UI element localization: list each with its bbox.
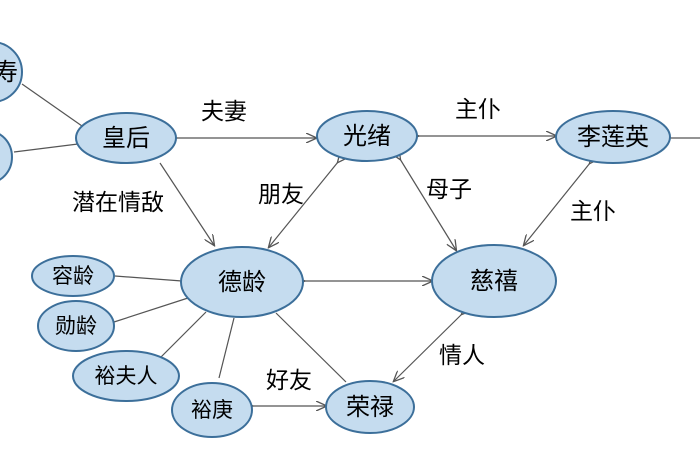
edge-label-pengyou: 朋友 xyxy=(258,182,304,208)
svg-text:寿: 寿 xyxy=(0,58,18,86)
node-left-partial xyxy=(0,133,13,181)
svg-text:裕庚: 裕庚 xyxy=(191,398,233,422)
edge-deling-yufuren xyxy=(157,311,207,361)
edge-deling-xunling xyxy=(113,297,189,323)
node-deling: 德龄 xyxy=(180,246,304,318)
svg-text:光绪: 光绪 xyxy=(343,122,391,150)
edge-deling-ronglu xyxy=(275,312,347,383)
svg-text:德龄: 德龄 xyxy=(218,268,266,296)
svg-text:李莲英: 李莲英 xyxy=(577,123,649,151)
node-huanghou: 皇后 xyxy=(75,112,177,164)
edge-label-qianzai-qingdi: 潜在情敌 xyxy=(72,190,164,216)
edge-deling-yugeng xyxy=(218,317,235,379)
edge-deling-rongling xyxy=(114,275,183,282)
edge-left-huanghou xyxy=(13,143,79,153)
node-guangxu: 光绪 xyxy=(316,110,418,162)
node-rongling: 容龄 xyxy=(31,255,115,297)
svg-text:勋龄: 勋龄 xyxy=(55,314,97,338)
node-lilianying: 李莲英 xyxy=(555,110,671,164)
edge-guangxu-cixi xyxy=(400,159,456,250)
svg-text:慈禧: 慈禧 xyxy=(470,267,518,295)
node-cixi: 慈禧 xyxy=(431,244,557,318)
svg-text:容龄: 容龄 xyxy=(52,264,94,288)
edge-lilianying-cixi xyxy=(524,163,590,245)
edge-label-qingren: 情人 xyxy=(439,343,485,369)
edge-label-haoyou: 好友 xyxy=(266,368,312,394)
node-yugeng: 裕庚 xyxy=(171,382,253,438)
svg-text:裕夫人: 裕夫人 xyxy=(95,364,158,388)
edge-guangxu-deling xyxy=(269,162,338,247)
node-ronglu: 荣禄 xyxy=(325,380,415,434)
edge-label-zhupu-top: 主仆 xyxy=(455,97,501,123)
edge-cixi-ronglu xyxy=(394,314,462,381)
node-xunling: 勋龄 xyxy=(37,300,115,352)
edge-label-muzi: 母子 xyxy=(426,177,472,203)
svg-text:荣禄: 荣禄 xyxy=(346,393,394,421)
edge-label-fuqi: 夫妻 xyxy=(201,99,247,125)
node-shou: 寿 xyxy=(0,42,23,102)
svg-text:皇后: 皇后 xyxy=(102,124,150,152)
edge-huanghou-deling xyxy=(159,162,214,245)
edge-shou-huanghou xyxy=(21,83,83,127)
node-yufuren: 裕夫人 xyxy=(72,350,180,402)
edge-label-zhupu-side: 主仆 xyxy=(570,199,616,225)
